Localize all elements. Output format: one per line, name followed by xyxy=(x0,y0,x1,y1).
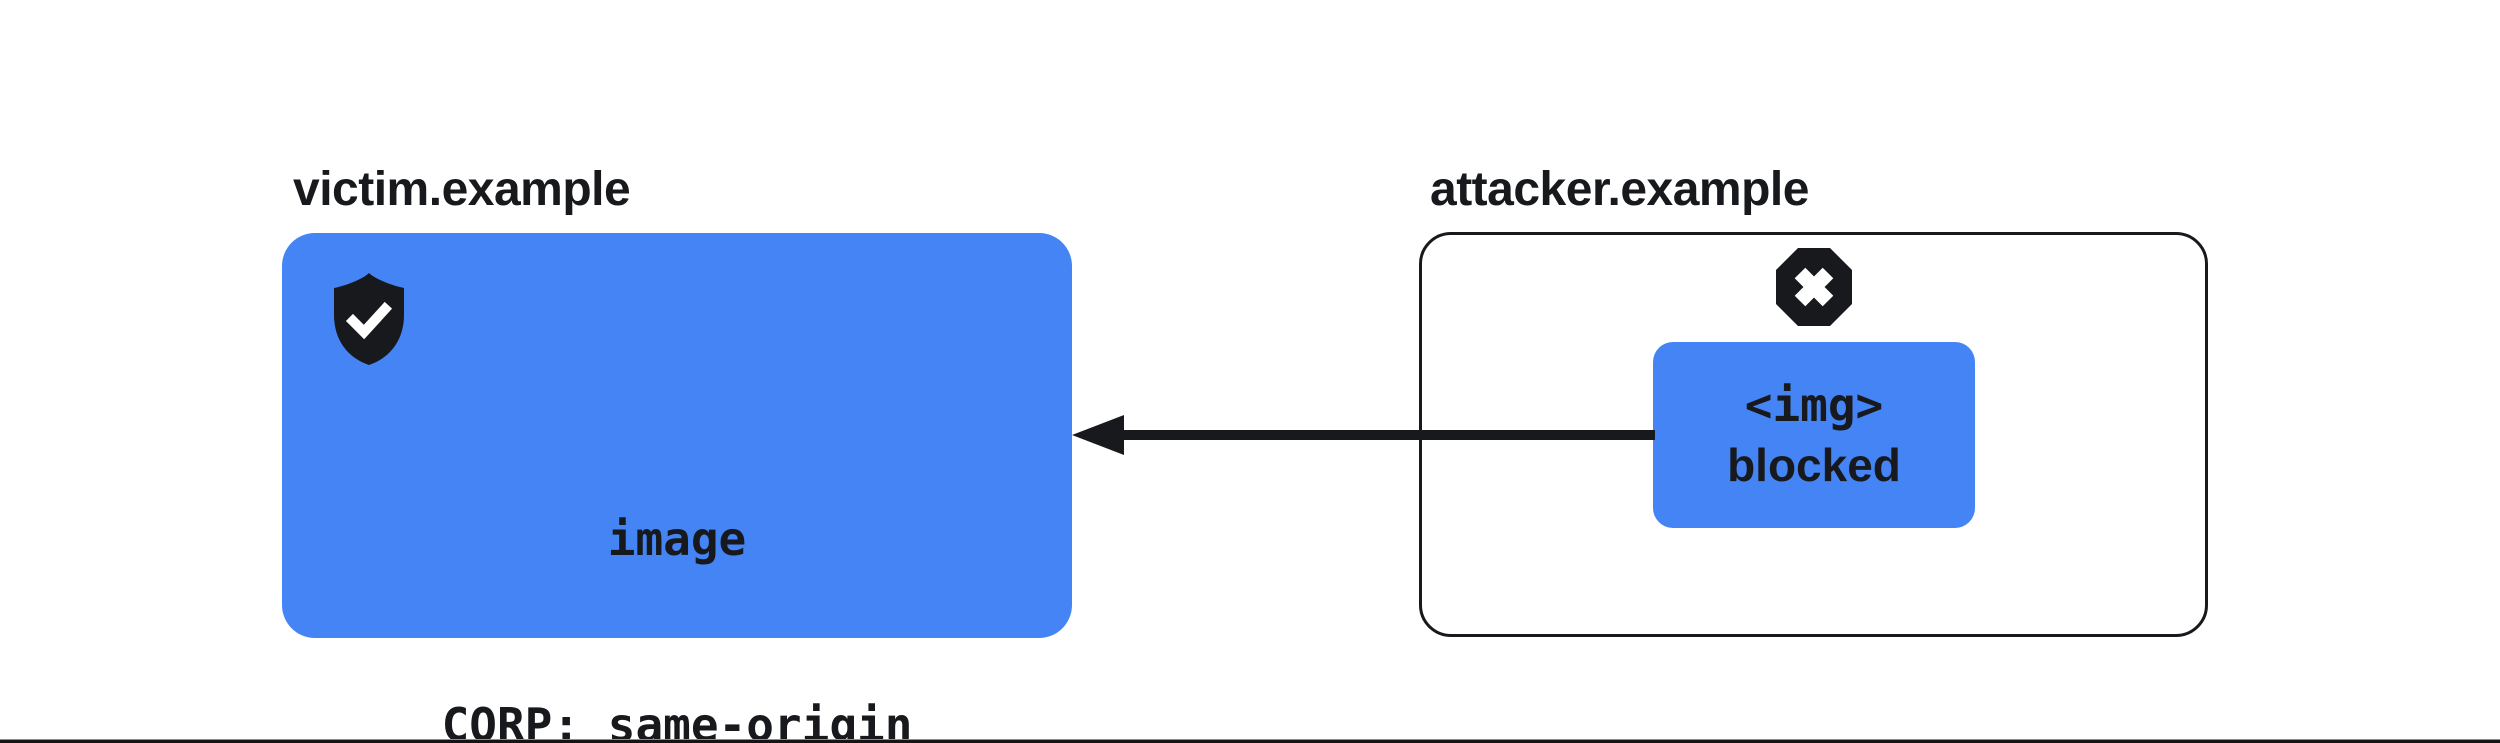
victim-corp-header: CORP: same-origin xyxy=(441,698,913,743)
img-tag-label: <img> xyxy=(1744,378,1884,432)
blocked-status-label: blocked xyxy=(1727,439,1901,491)
shield-check-icon xyxy=(334,273,404,365)
victim-resource-box: image CORP: same-origin xyxy=(282,233,1072,743)
victim-domain-label: victim.example xyxy=(293,163,631,216)
octagon-x-icon xyxy=(1776,248,1852,326)
bottom-divider xyxy=(0,739,2500,743)
victim-resource-text: image CORP: same-origin xyxy=(282,384,1072,743)
attacker-domain-label: attacker.example xyxy=(1430,163,1809,216)
blocked-request-box: <img> blocked xyxy=(1653,342,1975,528)
blocked-request-arrow xyxy=(1072,415,1655,455)
victim-resource-name: image xyxy=(607,512,747,566)
arrowhead-left xyxy=(1072,415,1124,455)
